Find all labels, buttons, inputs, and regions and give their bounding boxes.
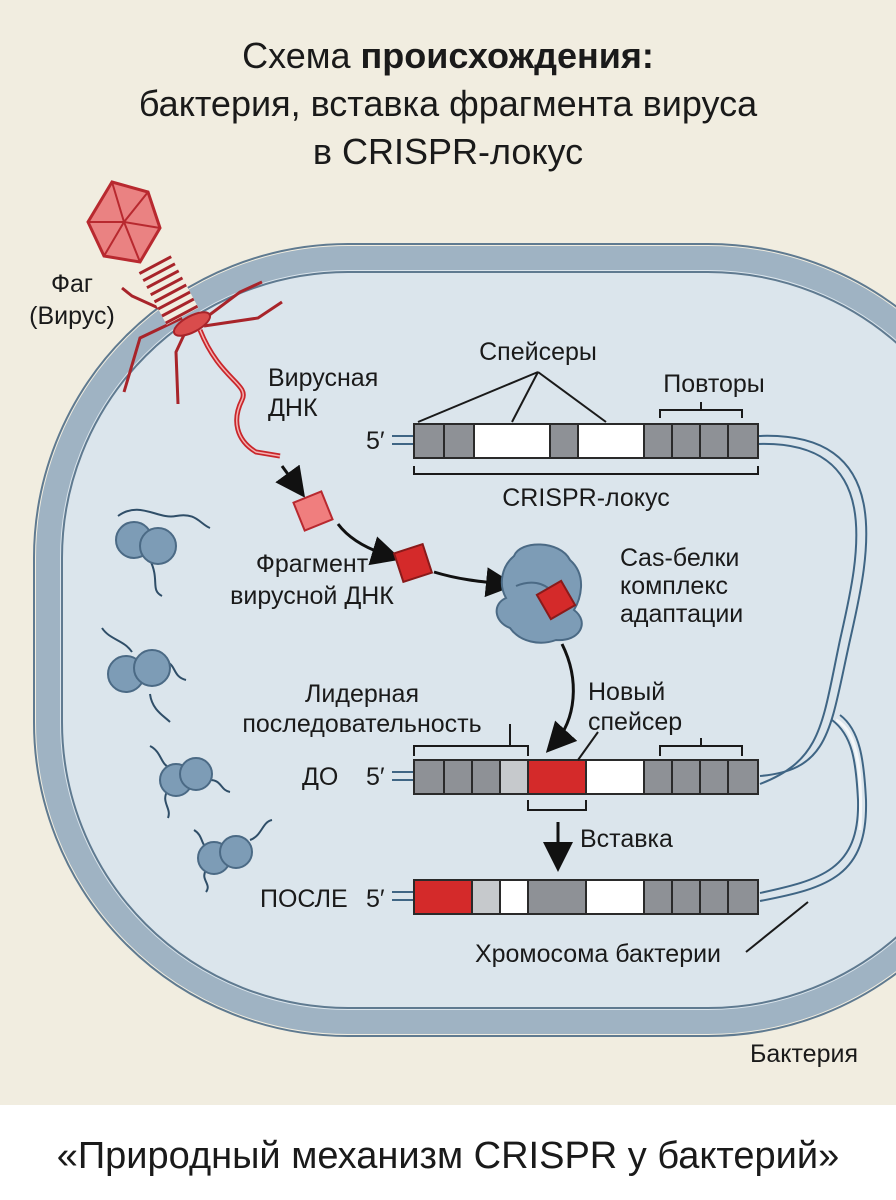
five-prime-after: 5′ — [366, 885, 385, 913]
five-prime-top: 5′ — [366, 427, 385, 455]
insertion-bracket — [527, 800, 587, 811]
new-spacer-label-line-1: Новый — [588, 678, 665, 706]
leader-block — [443, 759, 473, 795]
viral-dna-label-line-2: ДНК — [268, 394, 318, 422]
bacterium-cell — [33, 243, 896, 1037]
chromosome-loop — [757, 434, 868, 902]
repeat — [643, 423, 673, 459]
crispr-locus-after — [392, 879, 759, 915]
repeat — [643, 879, 673, 915]
cas-adaptation-complex — [495, 543, 583, 644]
phage-tail — [137, 253, 212, 337]
diagram-title: Схема происхождения: бактерия, вставка ф… — [139, 35, 758, 172]
insertion-label: Вставка — [580, 825, 673, 853]
cas-label-line-2: комплекс — [620, 572, 728, 600]
leader-block — [471, 759, 501, 795]
arrow-cas-to-locus — [545, 643, 578, 753]
phage-capsid — [86, 180, 162, 264]
protein-cluster-2 — [101, 627, 187, 723]
phage-label-line-1: Фаг — [51, 270, 93, 298]
fragment-label-line-1: Фрагмент — [256, 550, 369, 578]
cell-wall-outline — [33, 243, 896, 1037]
phage — [86, 180, 283, 459]
leader-block — [413, 759, 445, 795]
after-label: ПОСЛЕ — [260, 885, 348, 913]
title-line-3: в CRISPR-локус — [313, 131, 583, 172]
spacers-label: Спейсеры — [479, 338, 597, 366]
spacer — [585, 759, 645, 795]
title-line-2: бактерия, вставка фрагмента вируса — [139, 83, 758, 124]
arrow-fragment-to-red — [336, 523, 402, 566]
new-spacer — [413, 879, 473, 915]
repeats-label: Повторы — [663, 370, 765, 398]
repeat — [643, 759, 673, 795]
spacer — [473, 423, 551, 459]
leader-label-line-2: последовательность — [242, 710, 481, 738]
bacterium-label: Бактерия — [750, 1040, 858, 1068]
repeat — [549, 423, 579, 459]
repeat — [443, 423, 475, 459]
cas-proteins-background — [101, 508, 273, 893]
repeat — [699, 423, 729, 459]
phage-label-line-2: (Вирус) — [29, 302, 115, 330]
protein-cluster-1 — [115, 508, 211, 597]
leader-bracket — [413, 724, 529, 756]
leader-block — [499, 759, 529, 795]
new-spacer — [527, 759, 587, 795]
crispr-locus-label: CRISPR-локус — [502, 484, 670, 512]
leader-label-line-1: Лидерная — [305, 680, 419, 708]
fragment-label-line-2: вирусной ДНК — [230, 582, 394, 610]
protein-cluster-4 — [193, 819, 273, 893]
chromosome-label: Хромосома бактерии — [475, 940, 721, 968]
caption-background — [0, 1105, 896, 1200]
repeat — [727, 879, 759, 915]
repeat — [671, 879, 701, 915]
repeat — [699, 759, 729, 795]
crispr-locus-before — [392, 759, 759, 795]
repeats-bracket — [659, 402, 743, 418]
crispr-locus-bracket — [413, 466, 759, 475]
caption: «Природный механизм CRISPR у бактерий» — [57, 1135, 840, 1177]
spacers-callout — [417, 371, 607, 423]
repeat — [727, 423, 759, 459]
arrow-dna-to-fragment — [275, 464, 306, 498]
spacer — [577, 423, 645, 459]
chromosome-pointer — [745, 901, 809, 953]
before-label: ДО — [302, 763, 338, 791]
viral-fragment-red — [392, 542, 434, 584]
chromosome-loop-highlight — [835, 718, 863, 831]
process-arrows — [275, 464, 578, 872]
cas-label-line-1: Cas-белки — [620, 544, 739, 572]
repeat — [671, 759, 701, 795]
arrow-red-to-cas — [433, 567, 516, 598]
viral-fragment-pink — [292, 490, 334, 532]
spacer — [585, 879, 645, 915]
captured-fragment — [535, 579, 577, 621]
repeat — [699, 879, 729, 915]
viral-dna-label-line-1: Вирусная — [268, 364, 378, 392]
repeat — [671, 423, 701, 459]
cas-label-line-3: адаптации — [620, 600, 743, 628]
repeat — [471, 879, 501, 915]
title-line-1: Схема происхождения: — [242, 35, 654, 76]
cytoplasm-outline — [61, 271, 896, 1009]
spacer — [499, 879, 529, 915]
five-prime-before: 5′ — [366, 763, 385, 791]
repeats-bracket-before — [659, 738, 743, 756]
new-spacer-label-line-2: спейсер — [588, 708, 682, 736]
crispr-locus-top — [392, 423, 759, 459]
protein-cluster-3 — [149, 745, 231, 819]
new-spacer-pointer — [577, 731, 599, 761]
repeat — [527, 879, 587, 915]
repeat — [727, 759, 759, 795]
repeat — [413, 423, 445, 459]
